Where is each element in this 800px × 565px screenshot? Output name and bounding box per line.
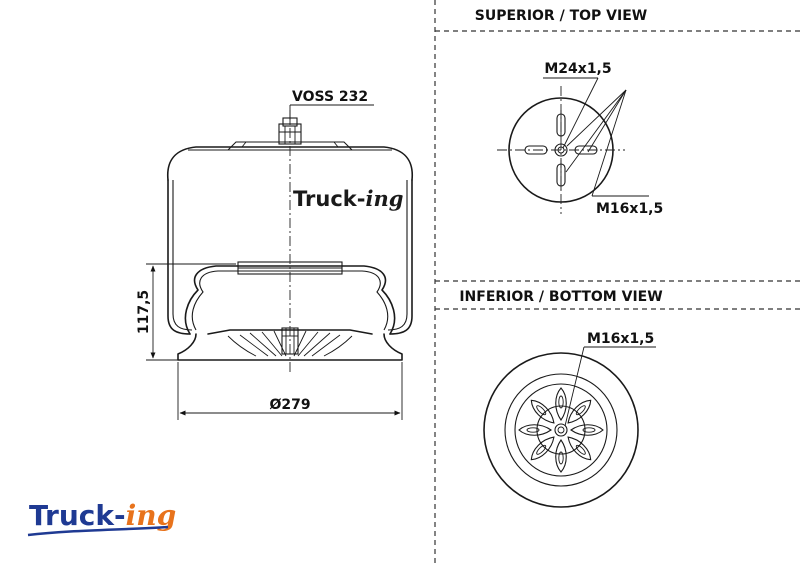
rib-petal [570,424,604,436]
truck-ing-logo: Truck-ing [27,499,176,537]
top-view-title: SUPERIOR / TOP VIEW [475,8,647,24]
rib-petal [530,399,555,424]
bellow-right-wall [389,179,413,335]
rib-slot [575,444,586,455]
top-view: M24x1,5 M16x1,5 [497,61,663,217]
bottom-thread-label: M16x1,5 [587,331,654,347]
diameter-dimension: Ø279 [177,362,403,420]
bottom-view-outer-circle [483,352,639,508]
rib-slot [575,405,586,416]
bottom-view-ribs [518,387,604,473]
bottom-view-piston-circle [504,373,618,487]
rib-petal [567,399,592,424]
bellow-left-wall [167,179,191,335]
piston-base [177,333,403,361]
rib-slot [582,427,596,433]
logo-underline [27,525,169,537]
rolling-lobe [184,265,396,335]
rib-petal [530,436,555,461]
rib-slot [526,427,540,433]
bottom-view: M16x1,5 [483,331,656,508]
valve-label: VOSS 232 [292,89,368,105]
top-small-thread-label: M16x1,5 [596,201,663,217]
bottom-view-title: INFERIOR / BOTTOM VIEW [459,289,662,305]
diameter-label: Ø279 [269,397,310,413]
rib-slot [536,444,547,455]
bottom-view-center-thread [554,423,568,437]
piston-ribs [227,330,353,357]
rib-petal [518,424,552,436]
rib-slot [558,395,564,409]
side-view: Truck-ing VOSS 232 117,5 Ø279 [136,89,413,420]
height-dimension: 117,5 [136,263,236,361]
rib-slot [536,405,547,416]
rib-slot [558,451,564,465]
top-large-thread-label: M24x1,5 [544,61,611,77]
side-watermark: Truck-ing [293,186,403,211]
panel-dividers [434,0,800,565]
top-view-slots [524,110,598,190]
height-label: 117,5 [136,290,152,334]
rib-petal [555,439,567,473]
rib-petal [555,387,567,421]
rib-petal [567,436,592,461]
top-view-center-thread [554,143,568,157]
